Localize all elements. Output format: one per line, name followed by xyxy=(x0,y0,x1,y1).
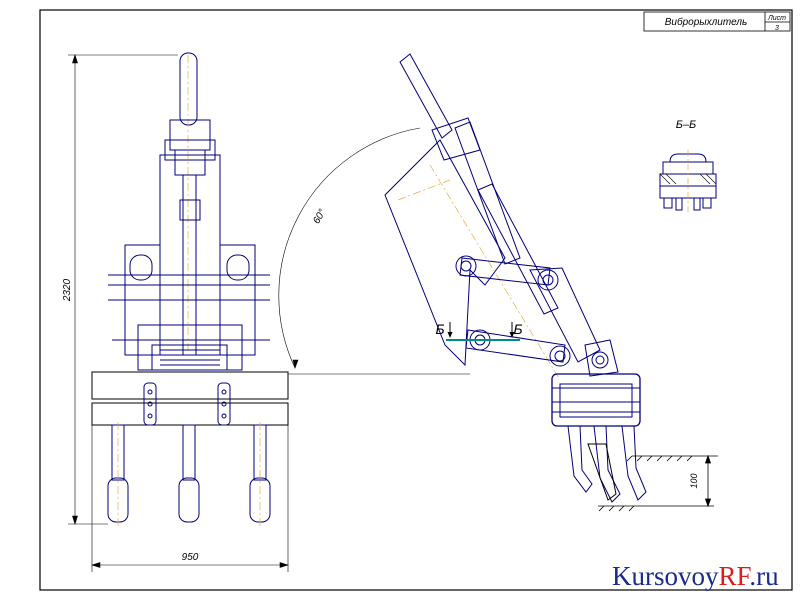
section-cut-line xyxy=(446,322,520,341)
depth-dimension: 100 xyxy=(689,473,699,488)
sheet-frame xyxy=(39,9,793,591)
ground-line xyxy=(598,454,718,512)
section-label: Б–Б xyxy=(676,119,696,131)
height-dimension: 2320 xyxy=(62,278,73,302)
angle-dimension xyxy=(278,127,421,370)
watermark-part3: .ru xyxy=(749,561,779,591)
title-block: Виброрыхлитель Лист 3 xyxy=(643,11,791,32)
section-detail xyxy=(659,150,717,212)
width-dimension: 950 xyxy=(182,552,199,563)
title-block-title: Виброрыхлитель xyxy=(665,16,748,28)
section-mark-left: Б xyxy=(435,321,444,337)
watermark-part2: RF xyxy=(718,561,750,591)
front-dimensions xyxy=(68,53,470,572)
watermark: KursovoyRF.ru xyxy=(612,563,779,590)
sheet-number: 3 xyxy=(775,25,779,32)
sheet-label: Лист xyxy=(767,15,786,22)
watermark-part1: Kursovoy xyxy=(612,561,719,591)
front-view xyxy=(91,52,289,526)
section-mark-right: Б xyxy=(513,321,522,337)
side-view xyxy=(384,53,647,503)
angle-label: 60° xyxy=(311,207,328,226)
